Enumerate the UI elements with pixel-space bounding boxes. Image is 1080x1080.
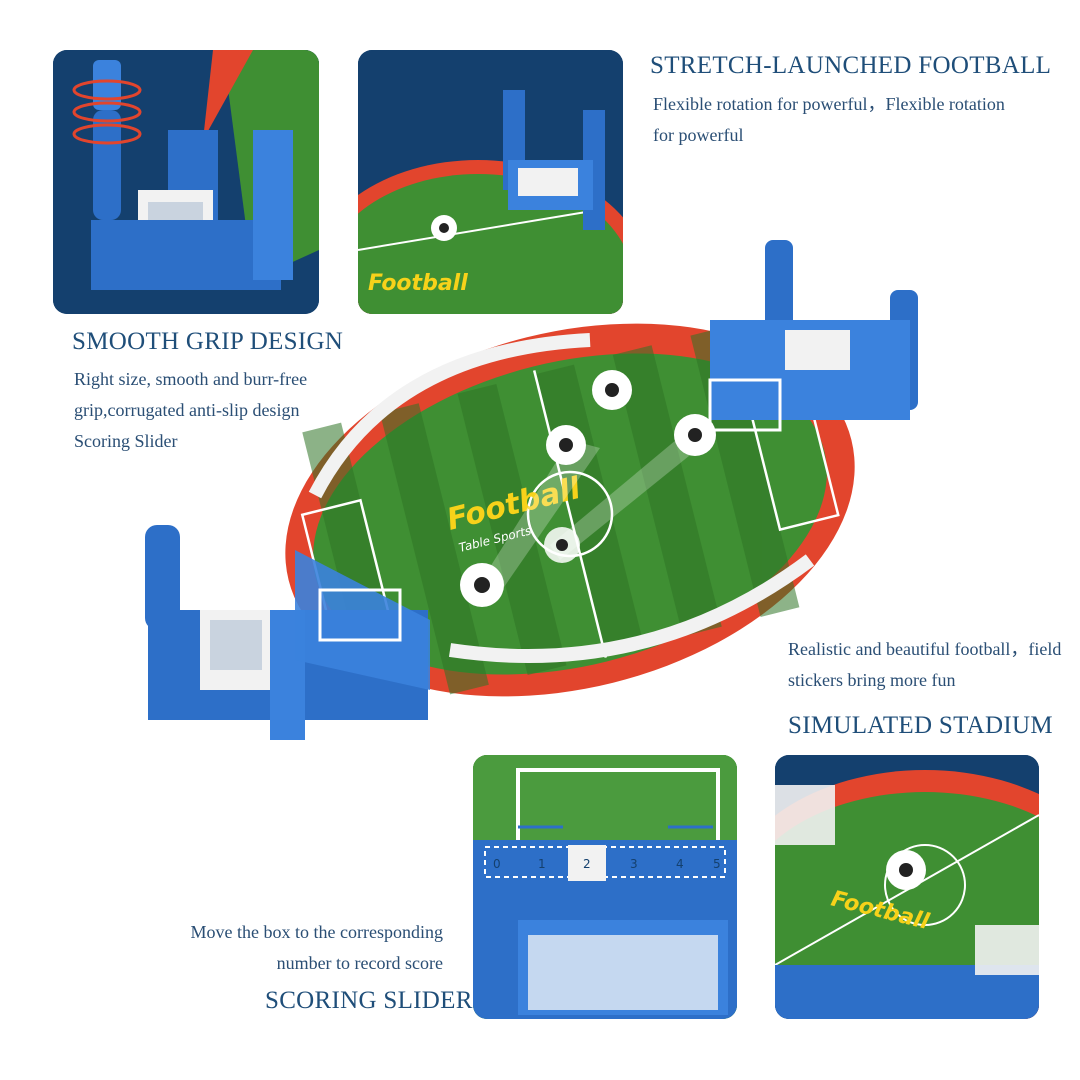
football-ball [544,527,580,563]
stadium-closeup-panel: Football [775,755,1039,1019]
score-number: 3 [630,857,638,871]
grip-feature-title: SMOOTH GRIP DESIGN [72,328,344,355]
stadium-desc-line1: Realistic and beautiful football，field [788,639,1062,659]
score-number: 5 [713,857,721,871]
stadium-desc-line2: stickers bring more fun [788,670,956,690]
grip-desc-line2: grip,corrugated anti-slip design [74,400,300,420]
stadium-feature-description: Realistic and beautiful football，field s… [788,634,1078,696]
grip-desc-line1: Right size, smooth and burr-free [74,369,308,389]
score-number: 0 [493,857,501,871]
launch-desc-line1: Flexible rotation for powerful，Flexible … [653,94,1005,114]
slider-feature-description: Move the box to the corresponding number… [140,917,443,979]
slider-desc-line1: Move the box to the corresponding [190,922,443,942]
field-sticker-brand: Football [368,271,468,296]
stadium-closeup-image: Football [775,755,1039,1019]
scoring-slider-panel: 0 1 2 3 4 5 [473,755,737,1019]
slider-feature-title: SCORING SLIDER [265,987,473,1014]
launch-desc-line2: for powerful [653,125,744,145]
launcher-grip-image [53,50,319,314]
score-number: 2 [583,857,591,871]
slider-desc-line2: number to record score [276,953,443,973]
grip-desc-line3: Scoring Slider [74,431,178,451]
grip-feature-description: Right size, smooth and burr-free grip,co… [74,364,374,457]
scoring-slider-image: 0 1 2 3 4 5 [473,755,737,1019]
launch-action-image: Football [358,50,623,314]
launch-action-panel: Football [358,50,623,314]
football-ball [592,370,632,410]
football-ball [674,414,716,456]
score-number: 4 [676,857,684,871]
football-table-product-image: Football Table Sports [130,230,930,810]
stadium-feature-title: SIMULATED STADIUM [788,712,1053,739]
score-number: 1 [538,857,546,871]
launch-feature-title: STRETCH-LAUNCHED FOOTBALL [650,52,1052,79]
football-ball [460,563,504,607]
launcher-grip-panel [53,50,319,314]
football-ball [546,425,586,465]
launch-feature-description: Flexible rotation for powerful，Flexible … [653,89,1053,151]
